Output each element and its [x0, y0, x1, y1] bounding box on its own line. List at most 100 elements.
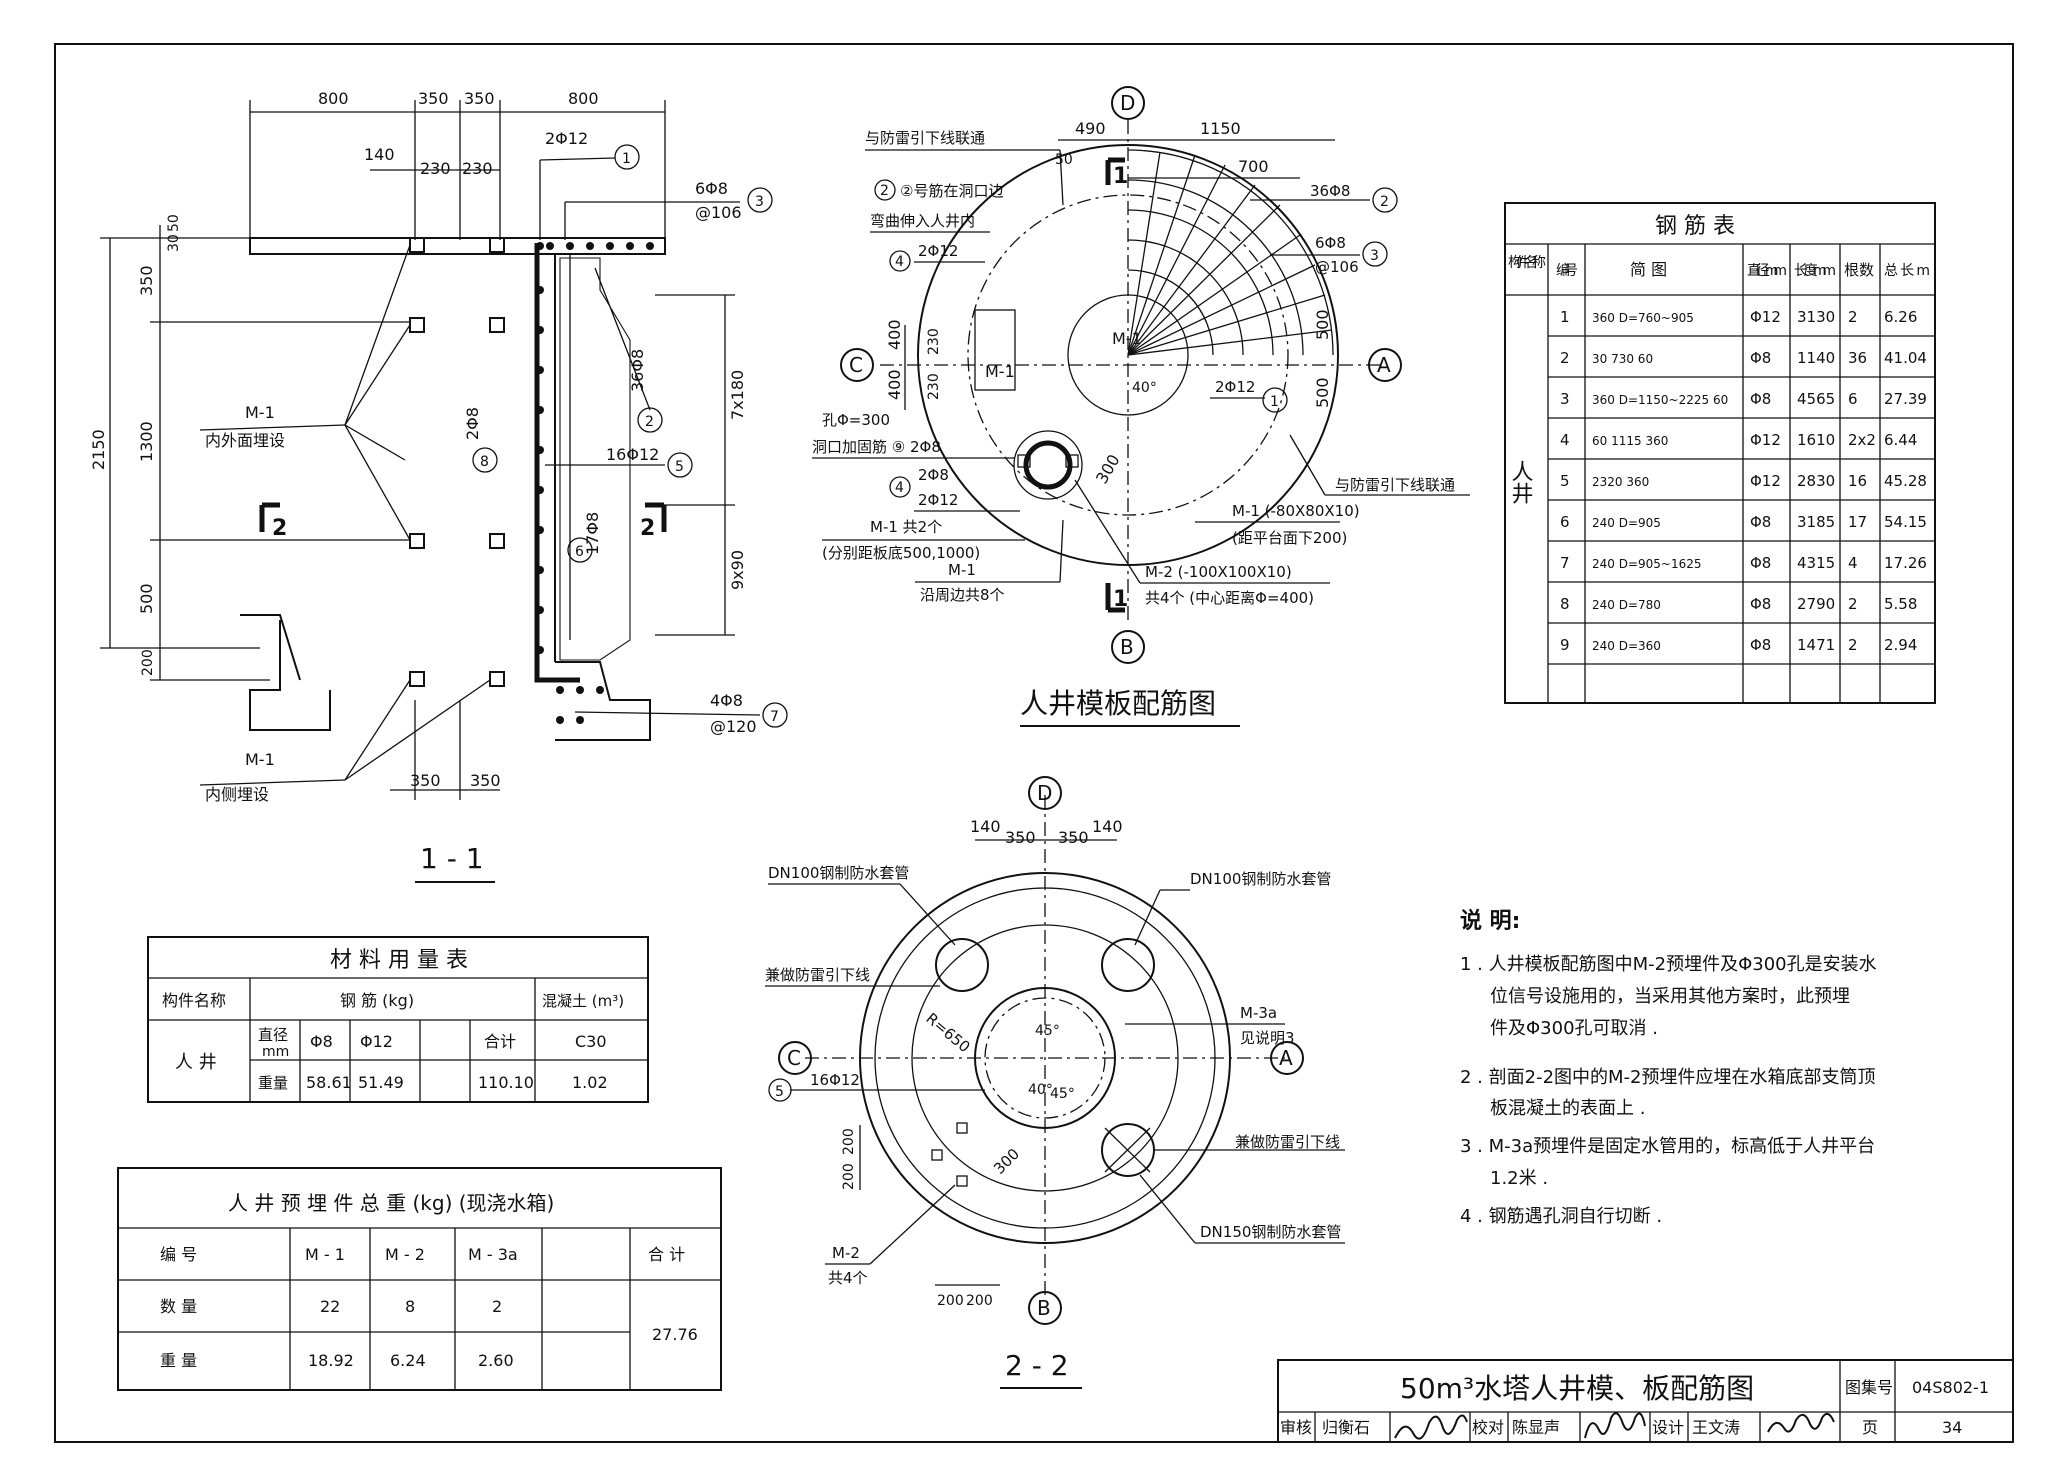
dim-140: 140	[364, 145, 395, 164]
dim-350a: 350	[418, 89, 449, 108]
plan-note-14a: M-2 (-100X100X10)	[1145, 563, 1292, 581]
dim-2150: 2150	[89, 429, 108, 470]
s22-note-9b: 共4个	[828, 1269, 868, 1287]
marker-2: 2	[645, 414, 654, 430]
reviewer-signature	[1394, 1414, 1468, 1440]
s22-45b: 45°	[1050, 1086, 1075, 1102]
plan-axis-b: B	[1120, 635, 1134, 659]
dim-230a: 230	[420, 159, 451, 178]
plan-dim-500a: 500	[1313, 309, 1332, 340]
s22-dim-350a: 350	[1005, 828, 1036, 847]
rebar-cell-total: 27.39	[1884, 390, 1927, 408]
rebar-cell-count: 17	[1848, 513, 1867, 531]
mat-sum-label: 合计	[484, 1032, 516, 1051]
label-r2: 36Φ8	[628, 349, 647, 392]
label-m1-a-note: 内外面埋设	[205, 431, 285, 450]
s22-axis-a: A	[1279, 1046, 1293, 1070]
title-block: 50m³水塔人井模、板配筋图 图集号 04S802-1 审核 归衡石 校对 陈显…	[1277, 1359, 2014, 1443]
embed-total: 27.76	[652, 1325, 698, 1344]
rebar-dots	[536, 242, 654, 724]
plan-marker-1: 1	[1270, 394, 1279, 410]
rebar-cell-count: 6	[1848, 390, 1858, 408]
mat-phi12: Φ12	[360, 1032, 393, 1051]
rebar-cell-no: 4	[1560, 431, 1570, 449]
reviewer: 归衡石	[1322, 1418, 1370, 1437]
rebar-cell-dia: Φ8	[1750, 349, 1771, 367]
plan-note-14b: 共4个 (中心距离Φ=400)	[1145, 589, 1314, 607]
s22-note-1: DN100钢制防水套管	[768, 864, 909, 882]
plan-dim-40deg: 40°	[1132, 380, 1157, 396]
rebar-cell-total: 17.26	[1884, 554, 1927, 572]
s22-note-2: DN100钢制防水套管	[1190, 870, 1331, 888]
section-1-1: 800 350 350 800 140 230 230 30 50 350 13…	[89, 89, 788, 883]
dim-7x180: 7x180	[728, 370, 747, 420]
s22-40: 40°	[1028, 1082, 1053, 1098]
plan-marker-4b: 4	[895, 480, 904, 496]
plan-note-13b: (距平台面下200)	[1232, 529, 1347, 547]
marker-5: 5	[675, 459, 684, 475]
mat-concrete: 1.02	[572, 1073, 608, 1092]
embed-table: 人 井 预 埋 件 总 重 (kg) (现浇水箱) 编 号 数 量 重 量 合 …	[117, 1167, 722, 1391]
label-r1: 2Φ12	[545, 129, 588, 148]
rebar-cell-dia: Φ8	[1750, 554, 1771, 572]
plan-note-9: 36Φ8	[1310, 182, 1350, 200]
page-label: 页	[1862, 1418, 1878, 1437]
section-2-2: D A B C 140 350 350 140 200 200 200 200 …	[765, 776, 1345, 1389]
s22-marker-5: 5	[775, 1084, 784, 1100]
rebar-cell-no: 1	[1560, 308, 1570, 326]
atlas-no: 04S802-1	[1912, 1378, 1989, 1397]
rebar-cell-total: 5.58	[1884, 595, 1917, 613]
rebar-cell-dia: Φ12	[1750, 308, 1781, 326]
checker-signature	[1584, 1412, 1646, 1439]
embed-count-1: 22	[320, 1297, 340, 1316]
plan-m1: M-1	[985, 362, 1015, 381]
note-line-7: 1.2米 .	[1490, 1168, 1548, 1189]
check-label: 校对	[1472, 1418, 1504, 1437]
dim-1300: 1300	[137, 421, 156, 462]
note-line-5: 板混凝土的表面上 .	[1490, 1098, 1645, 1119]
plan-note-10a: 6Φ8	[1315, 234, 1346, 252]
rebar-cell-shape: 240 D=780	[1592, 598, 1661, 612]
rebar-cell-no: 6	[1560, 513, 1570, 531]
rebar-h-member-a: 构件名称	[1508, 255, 1546, 271]
marker-1: 1	[622, 151, 631, 167]
note-line-6: 3 . M-3a预埋件是固定水管用的，标高低于人井平台	[1460, 1136, 1875, 1157]
section-1-1-title: 1 - 1	[420, 842, 484, 875]
m1-embeds	[409, 237, 505, 687]
rebar-cell-shape: 60 1115 360	[1592, 434, 1668, 448]
notes-title: 说 明:	[1460, 908, 1520, 934]
plan-dim-400b: 400	[885, 369, 904, 400]
rebar-cell-dia: Φ8	[1750, 390, 1771, 408]
rebar-cell-dia: Φ12	[1750, 431, 1781, 449]
dim-350b: 350	[464, 89, 495, 108]
marker-3: 3	[755, 194, 764, 210]
embed-weight-2: 6.24	[390, 1351, 426, 1370]
embed-col-count: 数 量	[160, 1297, 197, 1316]
label-m1-b-note: 内侧埋设	[205, 785, 269, 804]
plan-note-8b: 沿周边共8个	[920, 586, 1005, 604]
dim-bottom-350a: 350	[410, 771, 441, 790]
mat-grade: C30	[575, 1032, 607, 1051]
rebar-h-count: 根数	[1844, 261, 1874, 279]
marker-8: 8	[480, 454, 489, 470]
marker-6: 6	[575, 544, 584, 560]
s22-45a: 45°	[1035, 1023, 1060, 1039]
plan-note-2a: ②号筋在洞口边	[900, 182, 1003, 200]
mat-mm: mm	[262, 1044, 289, 1060]
label-r7a: 4Φ8	[710, 691, 743, 710]
designer: 王文涛	[1692, 1418, 1740, 1437]
plan-dim-50: 50	[1055, 152, 1073, 168]
embed-col-total: 合 计	[648, 1245, 685, 1264]
rebar-cell-count: 2	[1848, 595, 1858, 613]
s22-dim-140a: 140	[970, 817, 1001, 836]
notes: 说 明: 1 . 人井模板配筋图中M-2预埋件及Φ300孔是安装水 位信号设施用…	[1460, 908, 1877, 1227]
plan-dim-700: 700	[1238, 157, 1269, 176]
note-line-4: 2 . 剖面2-2图中的M-2预埋件应埋在水箱底部支筒顶	[1460, 1067, 1876, 1088]
rebar-cell-total: 54.15	[1884, 513, 1927, 531]
dim-800a: 800	[318, 89, 349, 108]
cut-mark-left: 2	[272, 516, 287, 541]
rebar-cell-total: 6.44	[1884, 431, 1917, 449]
note-line-1: 1 . 人井模板配筋图中M-2预埋件及Φ300孔是安装水	[1460, 954, 1877, 975]
embed-weight-1: 18.92	[308, 1351, 354, 1370]
